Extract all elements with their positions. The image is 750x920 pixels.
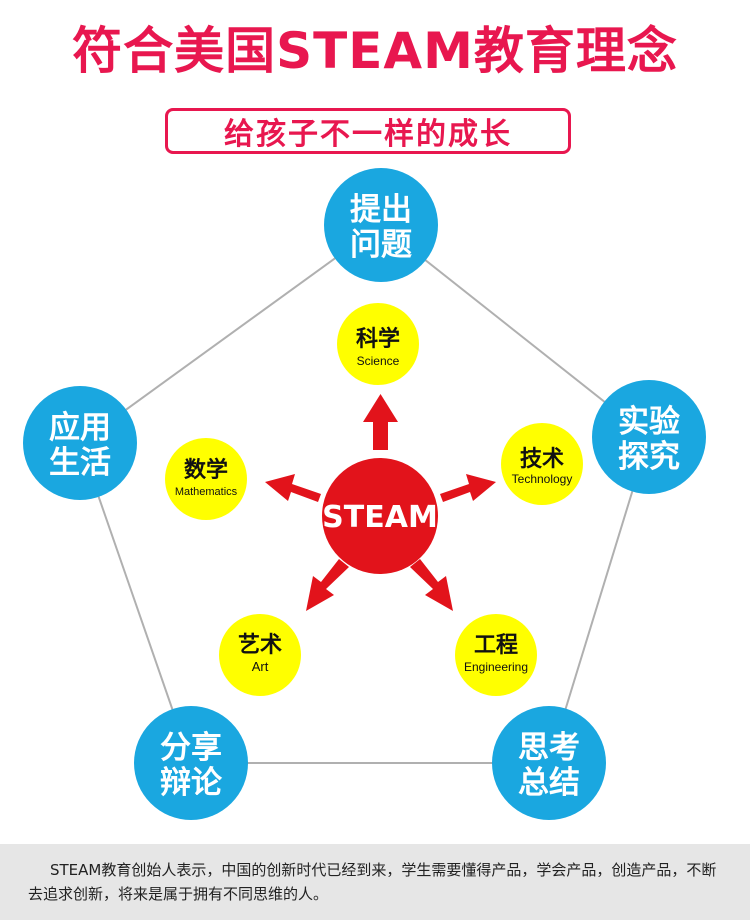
arrows [265, 394, 496, 611]
subtitle-box: 给孩子不一样的成长 [165, 108, 571, 154]
center-circle [322, 458, 438, 574]
inner-en-label: Engineering [464, 660, 528, 674]
inner-cn-label: 艺术 [238, 632, 282, 658]
outer-circle [134, 706, 248, 820]
inner-cn-label: 技术 [520, 447, 564, 472]
outer-circle [492, 706, 606, 820]
arrow-up [363, 394, 398, 450]
inner-en-label: Science [357, 354, 400, 368]
outer-label-line2: 总结 [518, 765, 580, 801]
page-title: 符合美国STEAM教育理念 [72, 22, 678, 80]
inner-node-mathematics: 数学 Mathematics [165, 438, 247, 520]
outer-label-line2: 辩论 [160, 765, 223, 801]
inner-en-label: Art [252, 659, 269, 674]
inner-node-art: 艺术 Art [219, 614, 301, 696]
outer-label-line2: 生活 [49, 445, 111, 481]
footer: STEAM教育创始人表示，中国的创新时代已经到来，学生需要懂得产品，学会产品，创… [0, 844, 750, 920]
outer-node-experiment: 实验 探究 [592, 380, 706, 494]
center-label: STEAM [322, 500, 438, 535]
arrow-down-right [410, 559, 453, 611]
arrow-down-left [306, 559, 349, 611]
outer-label-line1: 实验 [618, 404, 680, 440]
outer-circle [324, 168, 438, 282]
inner-cn-label: 工程 [474, 633, 518, 658]
inner-circle [337, 303, 419, 385]
outer-node-apply: 应用 生活 [23, 386, 137, 500]
outer-label-line2: 问题 [350, 227, 412, 263]
inner-cn-label: 科学 [356, 326, 400, 352]
inner-cn-label: 数学 [184, 457, 228, 483]
inner-circle [219, 614, 301, 696]
inner-en-label: Technology [512, 472, 573, 486]
inner-en-label: Mathematics [175, 486, 238, 498]
inner-circle [455, 614, 537, 696]
edge-left-top [79, 224, 382, 444]
footer-text: STEAM教育创始人表示，中国的创新时代已经到来，学生需要懂得产品，学会产品，创… [28, 861, 717, 903]
outer-node-reflect: 思考 总结 [492, 706, 606, 820]
subtitle: 给孩子不一样的成长 [224, 117, 512, 152]
outer-circle [592, 380, 706, 494]
inner-node-science: 科学 Science [337, 303, 419, 385]
inner-node-technology: 技术 Technology [501, 423, 583, 505]
outer-label-line1: 提出 [350, 192, 412, 228]
outer-circle [23, 386, 137, 500]
outer-node-ask-question: 提出 问题 [324, 168, 438, 282]
outer-label-line2: 探究 [618, 439, 680, 475]
outer-label-line1: 应用 [49, 410, 111, 446]
outer-node-share: 分享 辩论 [134, 706, 248, 820]
arrow-left [265, 474, 321, 502]
inner-node-engineering: 工程 Engineering [455, 614, 537, 696]
arrow-right [440, 474, 496, 502]
steam-diagram: STEAM 科学 Science 技术 Technology 工程 Engine… [23, 168, 706, 820]
inner-circle [501, 423, 583, 505]
outer-label-line1: 分享 [160, 730, 222, 766]
outer-label-line1: 思考 [518, 730, 580, 766]
inner-circle [165, 438, 247, 520]
center-node: STEAM [322, 458, 438, 574]
